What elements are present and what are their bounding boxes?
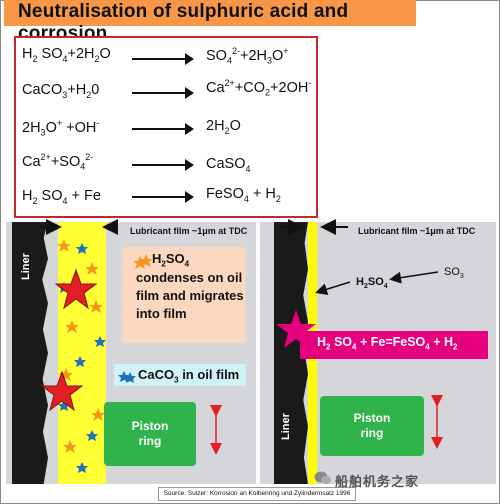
- equation-1-rhs: SO42-+2H3O+: [206, 46, 289, 66]
- caco3-particle: [94, 336, 106, 347]
- corrosion-stars: [40, 268, 98, 412]
- acid-droplet: [65, 320, 79, 333]
- watermark-text: 船舶机务之家: [335, 474, 420, 489]
- right-panel: Liner Lubricant film ~1μm at TDC H2SO4 S…: [260, 222, 496, 484]
- reaction-arrow: [132, 87, 194, 99]
- callout-line-1: condenses on oil: [136, 270, 243, 285]
- acid-droplet: [89, 300, 103, 313]
- acid-droplet: [63, 440, 77, 453]
- acid-droplet: [91, 408, 105, 421]
- acid-droplet-icon: [139, 254, 153, 267]
- reaction-arrow: [132, 159, 194, 171]
- corrosion-star: [276, 310, 316, 348]
- h2so4-label: H2SO4: [356, 276, 388, 291]
- reaction-banner: [300, 331, 488, 359]
- equation-1-lhs: H2 SO4+2H2O: [22, 46, 111, 64]
- acid-droplet: [57, 239, 71, 252]
- caco3-particle: [76, 462, 88, 473]
- corrosion-star: [54, 268, 98, 310]
- title-bar: Neutralisation of sulphuric acid and cor…: [4, 0, 416, 44]
- reaction-arrow: [132, 53, 194, 65]
- so3-to-h2so4-arrow: [389, 271, 439, 284]
- acid-droplets: [57, 239, 147, 453]
- caco3-particle: [58, 400, 70, 411]
- equation-4-rhs: CaSO4: [206, 156, 251, 174]
- caco3-particle: [76, 243, 88, 254]
- equation-5-lhs: H2 SO4 + Fe: [22, 188, 101, 206]
- corrosion-star: [40, 370, 84, 412]
- reaction-text: H2 SO4 + Fe=FeSO4 + H2: [317, 335, 458, 352]
- caco3-callout: CaCO3 in oil film: [114, 364, 246, 386]
- reaction-arrow: [132, 123, 194, 135]
- equations-box: H2 SO4+2H2O SO42-+2H3O+ CaCO3+H20 Ca2++C…: [14, 36, 318, 218]
- callout-line-2: film and migrates: [136, 288, 244, 303]
- caco3-particle: [74, 356, 86, 367]
- oil-film: [58, 222, 106, 484]
- cylinder-liner: [12, 222, 48, 484]
- equation-4-lhs: Ca2++SO42-: [22, 152, 94, 172]
- equation-2-rhs: Ca2++CO2+2OH-: [206, 78, 312, 98]
- wechat-icon: [314, 471, 331, 485]
- so3-label: SO3: [444, 266, 464, 281]
- h2so4-to-liner-arrow: [315, 281, 351, 296]
- acid-droplet: [133, 256, 147, 269]
- lubricant-film-label: Lubricant film ~1μm at TDC: [130, 226, 248, 236]
- caco3-icon: [118, 371, 130, 382]
- equation-3-lhs: 2H3O+ +OH-: [22, 118, 100, 138]
- caco3-particle: [86, 430, 98, 441]
- callout-line-3: into film: [136, 306, 187, 321]
- equation-3-rhs: 2H2O: [206, 118, 241, 136]
- equation-5-rhs: FeSO4 + H2: [206, 186, 281, 204]
- reaction-arrow: [132, 191, 194, 203]
- caco3-particles: [58, 243, 136, 473]
- source-caption: Source: Sulzer: Korrosion an Kolbenring …: [158, 487, 356, 501]
- equation-2-lhs: CaCO3+H20: [22, 82, 100, 100]
- lubricant-film-label: Lubricant film ~1μm at TDC: [358, 226, 476, 236]
- acid-droplet: [85, 262, 99, 275]
